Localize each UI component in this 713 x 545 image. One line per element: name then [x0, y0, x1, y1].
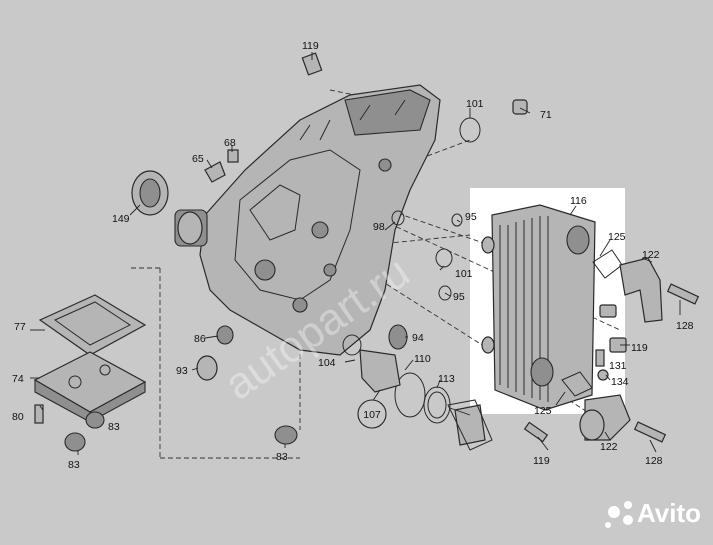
callout-74: 74 [12, 373, 24, 385]
callout-65: 65 [192, 153, 204, 165]
bolts [301, 52, 700, 443]
callout-131: 131 [609, 360, 627, 372]
callout-83-bottom-left: 83 [68, 459, 80, 471]
small-fittings [196, 149, 493, 451]
callout-95-top: 95 [465, 211, 477, 223]
callout-80: 80 [12, 411, 24, 423]
callout-128-top: 128 [676, 320, 694, 332]
callout-116: 116 [570, 195, 587, 207]
avito-logo: Avito [605, 498, 701, 528]
callout-83-right: 83 [108, 421, 120, 433]
callout-labels: 119 101 71 68 65 149 116 95 98 125 122 1… [12, 40, 694, 471]
callout-94: 94 [412, 332, 424, 344]
callout-77: 77 [14, 321, 26, 333]
callout-122-top: 122 [642, 249, 660, 261]
callout-119-bottom: 119 [533, 455, 550, 467]
callout-107-circle: 107 [357, 399, 387, 429]
transmission-housing [174, 84, 441, 356]
callout-122-bottom: 122 [600, 441, 618, 453]
callout-128-bottom: 128 [645, 455, 663, 467]
oil-cooler [481, 204, 596, 411]
seals [131, 117, 481, 424]
filter-plates [33, 294, 298, 452]
elbow-fittings [579, 257, 663, 441]
callout-101-mid: 101 [455, 268, 473, 280]
avito-wordmark: Avito [637, 498, 701, 528]
callout-104: 104 [318, 357, 336, 369]
callout-113: 113 [438, 373, 455, 385]
callout-83-bottom-mid: 83 [276, 451, 288, 463]
callout-101-top: 101 [466, 98, 484, 110]
leader-lines [30, 52, 681, 455]
callout-68: 68 [224, 137, 236, 149]
callout-98: 98 [373, 221, 385, 233]
callout-119-top: 119 [302, 40, 319, 52]
callout-134: 134 [611, 376, 629, 388]
callout-71: 71 [540, 109, 552, 121]
callout-119-mid: 119 [631, 342, 648, 354]
callout-125-bottom: 125 [534, 405, 552, 417]
callout-110: 110 [414, 353, 431, 365]
callout-149: 149 [112, 213, 130, 225]
callout-93: 93 [176, 365, 188, 377]
callout-125-top: 125 [608, 231, 626, 243]
callout-95-mid: 95 [453, 291, 465, 303]
callout-107: 107 [363, 409, 381, 421]
callout-86: 86 [194, 333, 206, 345]
